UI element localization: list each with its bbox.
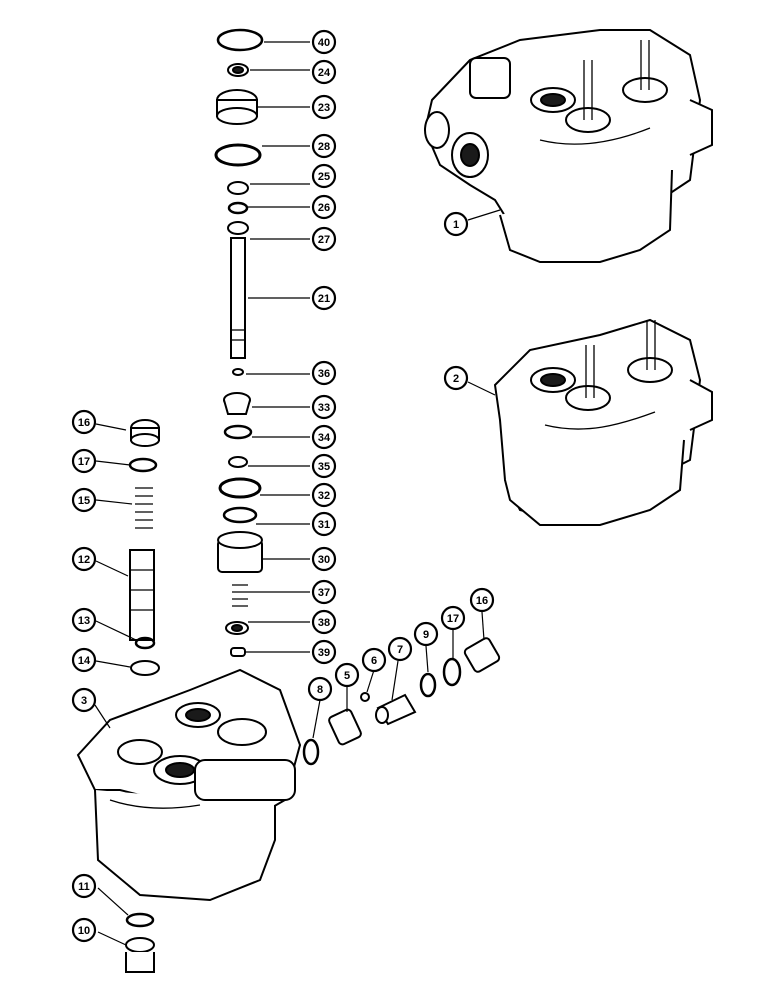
callout-23: 23 <box>311 94 337 120</box>
svg-text:36: 36 <box>318 368 330 380</box>
svg-text:7: 7 <box>397 644 403 656</box>
svg-text:33: 33 <box>318 402 330 414</box>
callout-35: 35 <box>311 453 337 479</box>
svg-text:13: 13 <box>78 615 90 627</box>
callout-3: 3 <box>71 687 97 713</box>
callout-33: 33 <box>311 394 337 420</box>
leader-lines <box>94 41 501 946</box>
svg-text:2: 2 <box>453 373 459 385</box>
svg-text:26: 26 <box>318 202 330 214</box>
svg-text:3: 3 <box>81 695 87 707</box>
callout-32: 32 <box>311 482 337 508</box>
svg-text:24: 24 <box>318 67 331 79</box>
callout-17-upper: 17 <box>71 448 97 474</box>
svg-text:16: 16 <box>78 417 90 429</box>
svg-text:12: 12 <box>78 554 90 566</box>
housing-body-3 <box>76 668 302 902</box>
callout-34: 34 <box>311 424 337 450</box>
svg-text:23: 23 <box>318 102 330 114</box>
svg-text:28: 28 <box>318 141 330 153</box>
callout-17-lower: 17 <box>440 605 466 631</box>
svg-text:35: 35 <box>318 461 330 473</box>
callout-21: 21 <box>311 285 337 311</box>
callout-39: 39 <box>311 639 337 665</box>
svg-text:27: 27 <box>318 234 330 246</box>
callout-16-upper: 16 <box>71 409 97 435</box>
svg-text:8: 8 <box>317 684 323 696</box>
callout-6: 6 <box>361 647 387 673</box>
svg-text:6: 6 <box>371 655 377 667</box>
callout-26: 26 <box>311 194 337 220</box>
callout-31: 31 <box>311 511 337 537</box>
svg-text:30: 30 <box>318 554 330 566</box>
callout-16-lower: 16 <box>469 587 495 613</box>
svg-text:34: 34 <box>318 432 331 444</box>
callout-37: 37 <box>311 579 337 605</box>
callout-13: 13 <box>71 607 97 633</box>
callout-5: 5 <box>334 662 360 688</box>
callout-24: 24 <box>311 59 337 85</box>
callout-11: 11 <box>71 873 97 899</box>
callout-15: 15 <box>71 487 97 513</box>
svg-text:1: 1 <box>453 219 459 231</box>
callout-27: 27 <box>311 226 337 252</box>
callout-9: 9 <box>413 621 439 647</box>
callout-10: 10 <box>71 917 97 943</box>
callout-14: 14 <box>71 647 97 673</box>
svg-text:14: 14 <box>78 655 91 667</box>
svg-text:9: 9 <box>423 629 429 641</box>
svg-text:25: 25 <box>318 171 330 183</box>
svg-text:15: 15 <box>78 495 90 507</box>
callout-25: 25 <box>311 163 337 189</box>
callout-38: 38 <box>311 609 337 635</box>
callout-8: 8 <box>307 676 333 702</box>
callout-7: 7 <box>387 636 413 662</box>
svg-text:21: 21 <box>318 293 330 305</box>
svg-text:16: 16 <box>476 595 488 607</box>
svg-text:5: 5 <box>344 670 350 682</box>
svg-text:11: 11 <box>78 881 90 893</box>
svg-text:31: 31 <box>318 519 330 531</box>
svg-text:32: 32 <box>318 490 330 502</box>
svg-text:17: 17 <box>447 613 459 625</box>
svg-text:40: 40 <box>318 37 330 49</box>
callout-36: 36 <box>311 360 337 386</box>
callout-12: 12 <box>71 546 97 572</box>
side-valve-parts <box>302 637 501 766</box>
relief-valve-parts <box>125 419 160 973</box>
svg-text:10: 10 <box>78 925 90 937</box>
callout-30: 30 <box>311 546 337 572</box>
housing-assembly-1 <box>423 29 713 263</box>
svg-text:38: 38 <box>318 617 330 629</box>
svg-text:17: 17 <box>78 456 90 468</box>
callout-40: 40 <box>311 29 337 55</box>
svg-text:39: 39 <box>318 647 330 659</box>
callout-1: 1 <box>443 211 469 237</box>
spool-stack-parts <box>214 28 264 657</box>
svg-text:37: 37 <box>318 587 330 599</box>
housing-assembly-2 <box>493 318 713 526</box>
callout-2: 2 <box>443 365 469 391</box>
callout-28: 28 <box>311 133 337 159</box>
